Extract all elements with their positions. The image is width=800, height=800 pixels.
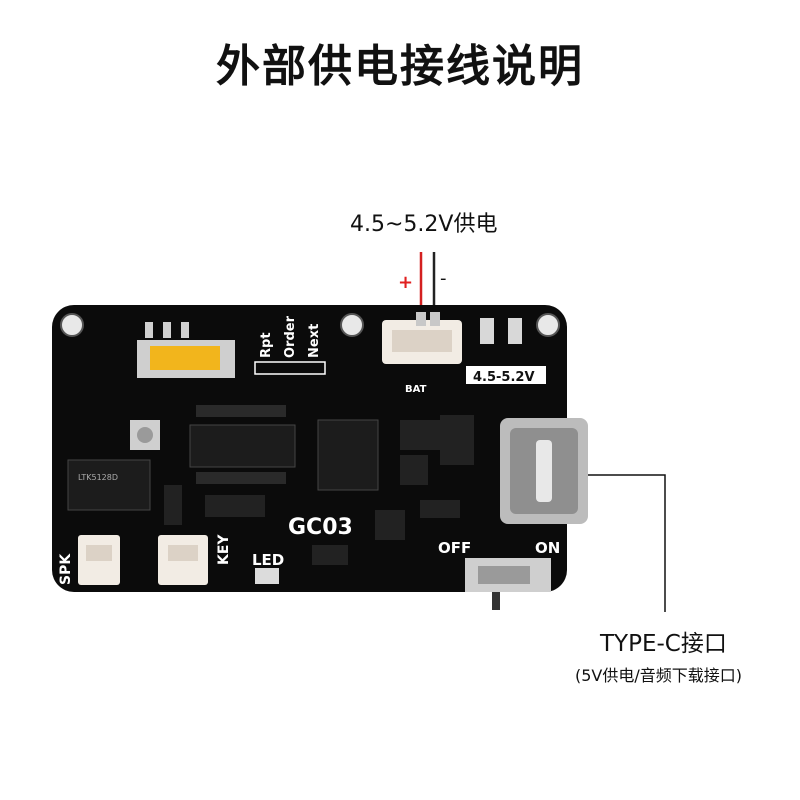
typec-port-tongue: [536, 440, 552, 502]
mount-hole: [536, 313, 560, 337]
silk-rpt: Rpt: [259, 332, 274, 358]
amp-chip: [67, 459, 151, 511]
power-plus-label: +: [398, 272, 414, 293]
power-voltage-label: 4.5~5.2V供电: [350, 212, 498, 237]
amp-chip-label: LTK5128D: [78, 473, 118, 482]
mount-hole: [340, 313, 364, 337]
silk-led: LED: [252, 551, 284, 569]
mode-switch-actuator: [150, 346, 220, 370]
silk-on: ON: [535, 539, 560, 557]
typec-callout-line: [588, 474, 666, 612]
bat-pad-plus: [480, 318, 494, 344]
power-connector-slot: [392, 330, 452, 352]
silk-model: GC03: [288, 515, 353, 540]
ic-chip: [317, 419, 379, 491]
power-minus-label: -: [440, 268, 447, 289]
page-title: 外部供电接线说明: [216, 41, 584, 92]
silk-key: KEY: [216, 534, 232, 565]
bat-pad-minus: [508, 318, 522, 344]
mount-hole: [60, 313, 84, 337]
silk-order: Order: [283, 315, 298, 358]
silk-next: Next: [307, 324, 322, 358]
silk-bat: BAT: [405, 384, 427, 395]
typec-label: TYPE-C接口: [600, 631, 727, 657]
typec-sub-label: (5V供电/音频下载接口): [575, 666, 743, 685]
power-switch-lever: [492, 592, 500, 610]
led: [255, 568, 279, 584]
silk-voltage: 4.5-5.2V: [473, 370, 535, 385]
silk-off: OFF: [438, 539, 471, 557]
ic-chip: [189, 424, 296, 468]
silk-spk: SPK: [58, 553, 74, 585]
